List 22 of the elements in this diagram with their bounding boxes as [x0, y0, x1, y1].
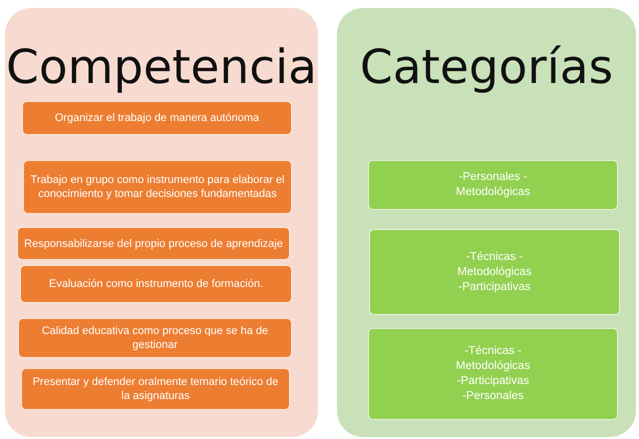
text-box — [369, 229, 620, 315]
text-box — [17, 227, 290, 260]
text-box — [22, 101, 292, 135]
box-text: Calidad educativa como proceso que se ha de gestionar — [40, 324, 270, 352]
text-box — [368, 328, 618, 420]
box-text: Organizar el trabajo de manera autónoma — [54, 111, 260, 125]
box-text: Responsabilizarse del propio proceso de aprendizaje — [24, 236, 283, 250]
column-heading: Categorías — [360, 40, 614, 95]
box-text: Trabajo en grupo como instrumento para elaborar el conocimiento y tomar decisiones fundamentadas — [30, 173, 285, 201]
column-heading: Competencia — [6, 40, 317, 95]
column-panel — [5, 8, 318, 437]
column-panel — [337, 8, 636, 437]
text-box — [20, 265, 292, 303]
box-text: Evaluación como instrumento de formación. — [49, 277, 263, 291]
box-text: -Técnicas -Metodológicas -Participativas -Personales — [456, 344, 530, 404]
box-text: -Técnicas -Metodológicas -Participativas — [457, 250, 532, 294]
box-text: -Personales -Metodológicas — [456, 170, 530, 200]
text-box — [368, 160, 618, 210]
text-box — [18, 318, 292, 358]
text-box — [21, 368, 290, 410]
text-box — [23, 160, 292, 214]
box-text: Presentar y defender oralmente temario teórico de la asignaturas — [32, 375, 280, 403]
